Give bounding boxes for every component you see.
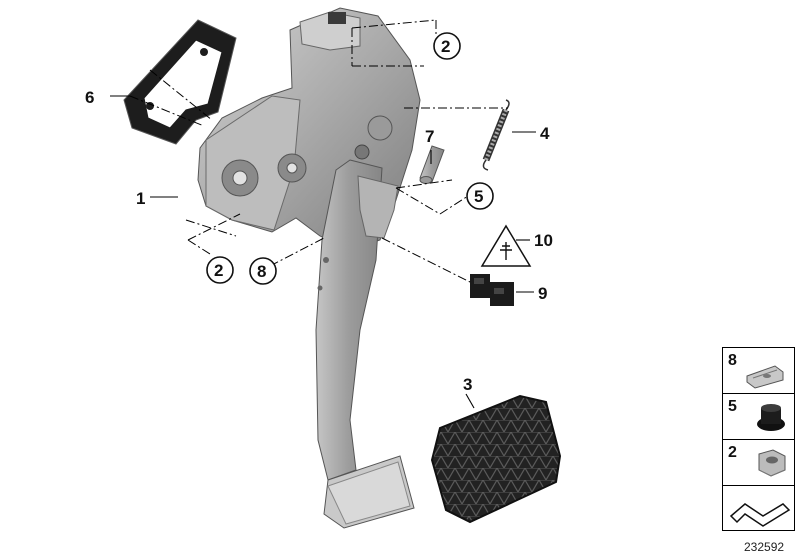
- warning-triangle-icon: [480, 224, 532, 267]
- svg-text:2: 2: [214, 261, 223, 280]
- folded-sheet-icon: [729, 503, 791, 527]
- callout-7: 7: [425, 127, 434, 146]
- pedal-pad-part: [430, 394, 562, 524]
- callout-2-left: 2: [206, 256, 234, 284]
- callout-6: 6: [85, 88, 94, 107]
- legend-item-folded-sheet: [722, 485, 795, 531]
- callout-2-top: 2: [433, 32, 461, 60]
- callout-10: 10: [534, 231, 553, 250]
- svg-text:7: 7: [425, 127, 434, 146]
- svg-text:6: 6: [85, 88, 94, 107]
- clip-nut-icon: [746, 365, 784, 389]
- legend-label: 5: [728, 398, 737, 415]
- svg-text:8: 8: [257, 262, 266, 281]
- return-spring-part: [482, 99, 510, 171]
- diagram-number: 232592: [744, 540, 785, 554]
- svg-text:5: 5: [474, 187, 483, 206]
- leader-lines: [110, 19, 536, 409]
- switch-part: [470, 274, 514, 306]
- svg-text:2: 2: [441, 37, 450, 56]
- pedal-lever-part: [315, 159, 415, 529]
- callout-4: 4: [540, 124, 550, 143]
- callout-5: 5: [466, 182, 494, 210]
- hex-nut-icon: [758, 449, 786, 477]
- legend-item-5: 5: [722, 393, 795, 439]
- legend-item-2: 2: [722, 439, 795, 485]
- legend-item-8: 8: [722, 347, 795, 393]
- svg-text:10: 10: [534, 231, 553, 250]
- callout-8: 8: [249, 257, 277, 285]
- svg-text:9: 9: [538, 284, 547, 303]
- svg-text:4: 4: [540, 124, 550, 143]
- legend-label: 2: [728, 444, 737, 461]
- small-parts-legend: 8 5 2: [722, 347, 795, 531]
- gasket-part: [123, 19, 237, 145]
- callout-9: 9: [538, 284, 547, 303]
- callout-1: 1: [136, 189, 145, 208]
- legend-label: 8: [728, 352, 737, 369]
- rubber-grommet-icon: [757, 404, 785, 431]
- svg-text:3: 3: [463, 375, 472, 394]
- pivot-pin-part: [419, 145, 445, 184]
- callout-3: 3: [463, 375, 472, 394]
- svg-text:1: 1: [136, 189, 145, 208]
